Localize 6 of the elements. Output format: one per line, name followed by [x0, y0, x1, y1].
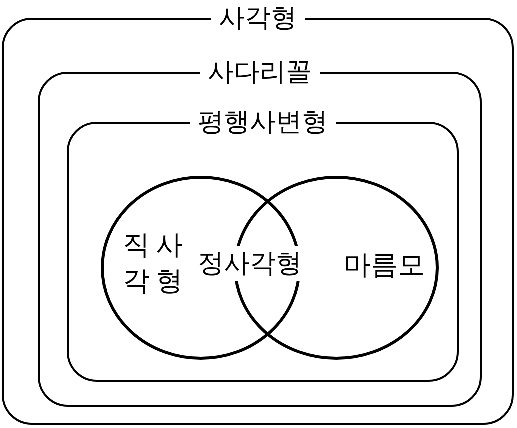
region-title: 사각형 [211, 4, 305, 33]
region-title: 사다리꼴 [200, 58, 320, 87]
set-label: 직사각형 [123, 229, 190, 300]
set-ellipse [101, 176, 301, 360]
set-label: 마름모 [344, 249, 426, 283]
region-title: 평행사변형 [190, 108, 336, 137]
